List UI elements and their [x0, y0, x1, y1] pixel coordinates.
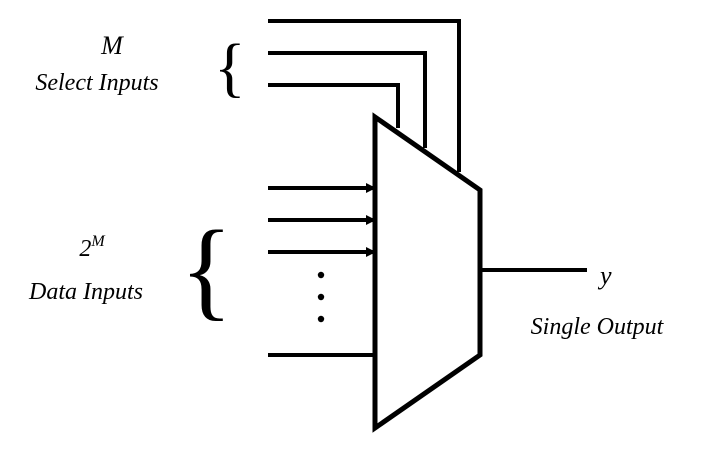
- select-brace: {: [214, 31, 246, 104]
- data-count-label: 2M: [79, 233, 106, 262]
- mux-body: [372, 112, 483, 433]
- select-inputs-label: Select Inputs: [35, 70, 158, 96]
- select-var-label: M: [100, 31, 124, 60]
- ellipsis-dot-3: [317, 315, 325, 323]
- data-inputs-label: Data Inputs: [28, 279, 143, 305]
- data-count-base: 2: [79, 236, 91, 262]
- select-line-2: [268, 51, 427, 148]
- select-line-3: [268, 83, 400, 128]
- single-output-label: Single Output: [531, 314, 665, 340]
- ellipsis-dot-1: [317, 271, 325, 279]
- data-count-exp: M: [90, 233, 106, 250]
- data-brace: {: [180, 208, 233, 330]
- select-line-1: [268, 19, 461, 172]
- ellipsis-dot-2: [317, 293, 325, 301]
- output-var-label: y: [597, 261, 612, 290]
